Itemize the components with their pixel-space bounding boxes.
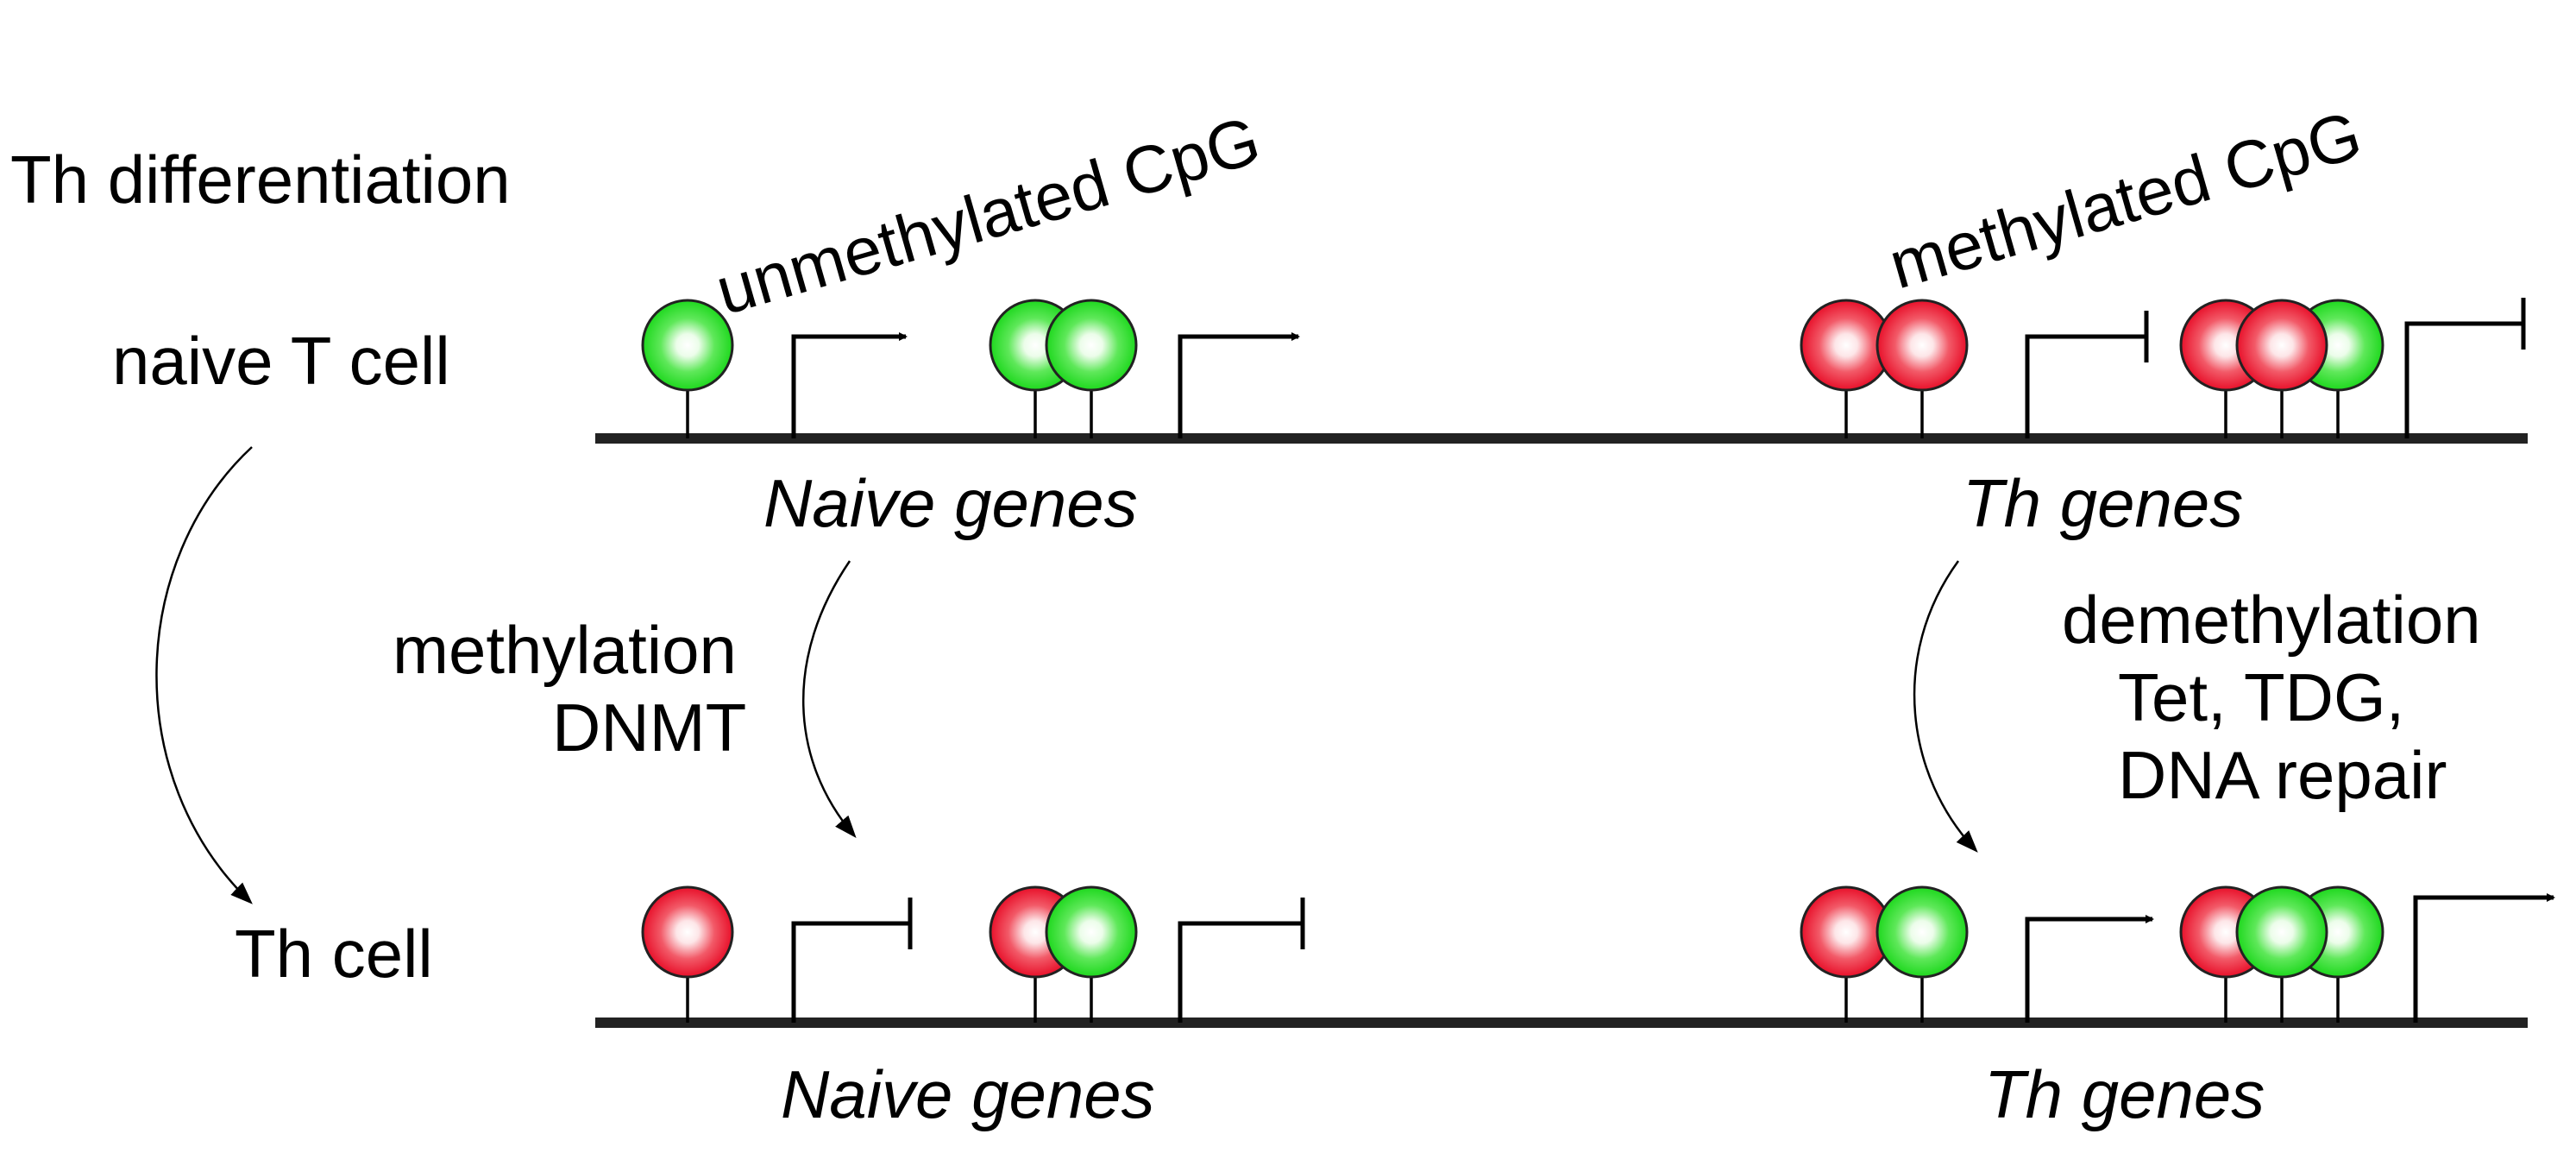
demethylation-arrow	[1913, 560, 1978, 853]
active-promoter-arrow	[2025, 915, 2154, 1023]
unmethylated-cpg	[1875, 885, 1969, 979]
th-genes-locus: Th genes	[1800, 885, 2555, 1132]
differentiation-arrow	[155, 446, 253, 904]
th-genes-label: Th genes	[1984, 1056, 2265, 1132]
active-promoter-arrow	[791, 332, 908, 438]
methylation-label: methylation	[393, 612, 737, 688]
process-title: Th differentiation	[10, 142, 511, 217]
unmethylated-cpg	[1045, 299, 1138, 392]
naive-genes-locus: Naive genes	[641, 885, 1305, 1132]
repressed-promoter	[2404, 321, 2523, 438]
th-genes-label: Th genes	[1963, 465, 2243, 541]
methylation-arrow	[802, 560, 857, 839]
naive-genes-label: Naive genes	[763, 465, 1138, 541]
th-row: Naive genes Th genes	[641, 885, 2555, 1132]
repressed-promoter	[1178, 921, 1303, 1023]
dnmt-label: DNMT	[552, 690, 746, 766]
demethylation-label: demethylation	[2062, 582, 2481, 658]
dna-repair-label: DNA repair	[2118, 737, 2447, 813]
methylated-cpg-label: methylated CpG	[1881, 96, 2369, 303]
th-cell-label: Th cell	[235, 916, 433, 992]
naive-row: Naive genes Th genes	[641, 298, 2526, 541]
active-promoter-arrow	[1178, 332, 1300, 438]
naive-cell-label: naive T cell	[112, 323, 450, 399]
unmethylated-cpg-label: unmethylated CpG	[707, 101, 1267, 329]
repressed-promoter	[791, 921, 910, 1023]
unmethylated-cpg	[1045, 885, 1138, 979]
tet-tdg-label: Tet, TDG,	[2118, 659, 2404, 735]
unmethylated-cpg	[2235, 885, 2328, 979]
methylated-cpg	[2235, 299, 2328, 392]
naive-genes-locus: Naive genes	[641, 299, 1300, 541]
active-promoter-arrow	[2413, 893, 2555, 1023]
th-genes-locus: Th genes	[1800, 298, 2526, 541]
methylated-cpg	[1875, 299, 1969, 392]
methylated-cpg	[641, 885, 734, 979]
unmethylated-cpg	[641, 299, 734, 392]
naive-genes-label: Naive genes	[781, 1056, 1155, 1132]
repressed-promoter	[2025, 334, 2146, 438]
